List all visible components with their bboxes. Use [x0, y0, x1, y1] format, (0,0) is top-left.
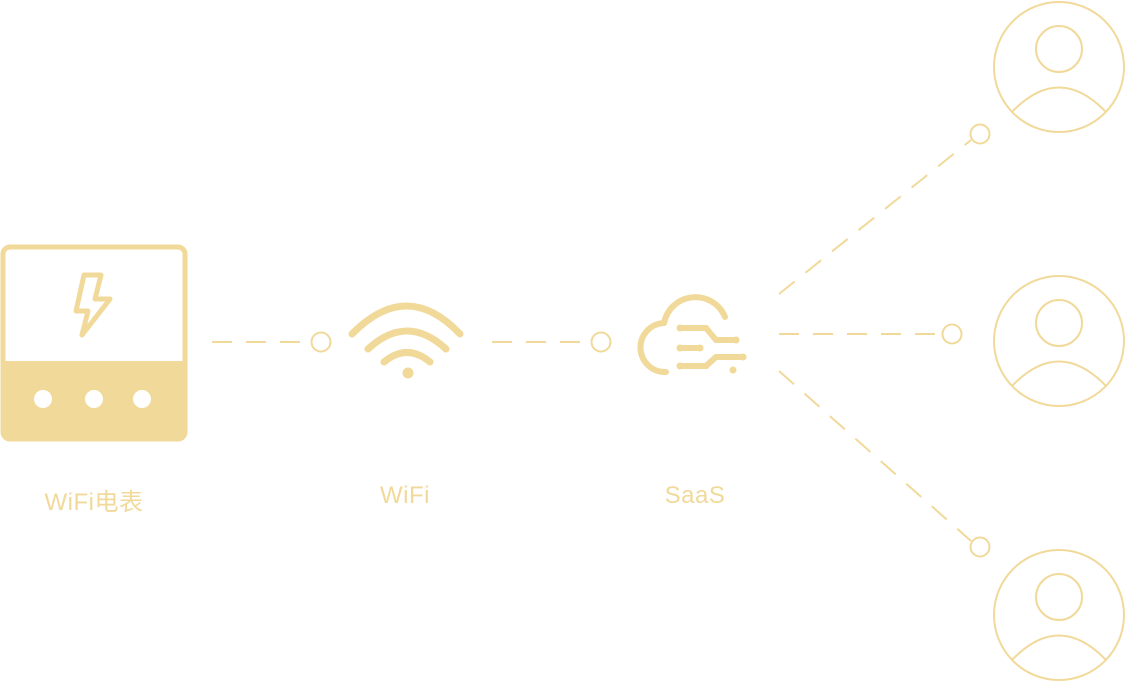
- connector-wifi-saas: [492, 331, 612, 353]
- connector-meter-wifi: [212, 331, 332, 353]
- meter-dot: [85, 390, 103, 408]
- cloud-circuit-icon: [637, 294, 747, 376]
- connector-end-circle: [941, 323, 963, 345]
- dashed-line: [778, 370, 972, 542]
- saas-label: SaaS: [664, 482, 726, 509]
- connector-saas-user-3: [778, 370, 991, 558]
- meter-dot: [34, 390, 52, 408]
- smart-meter-icon: [0, 244, 188, 442]
- connector-end-circle: [310, 331, 332, 353]
- dashed-line: [778, 139, 972, 295]
- meter-label: WiFi电表: [44, 489, 144, 516]
- meter-dot: [133, 390, 151, 408]
- user-avatar-icon: [993, 549, 1125, 681]
- connector-end-circle: [590, 331, 612, 353]
- user-avatar-icon: [993, 275, 1125, 407]
- wifi-label: WiFi: [380, 482, 430, 509]
- connector-saas-user-1: [778, 123, 991, 295]
- connector-end-circle: [969, 123, 991, 145]
- connector-end-circle: [969, 536, 991, 558]
- user-avatar-icon: [993, 1, 1125, 133]
- lightning-bolt-icon: [73, 272, 113, 338]
- connector-saas-user-2: [779, 323, 963, 345]
- wifi-icon: [348, 302, 464, 379]
